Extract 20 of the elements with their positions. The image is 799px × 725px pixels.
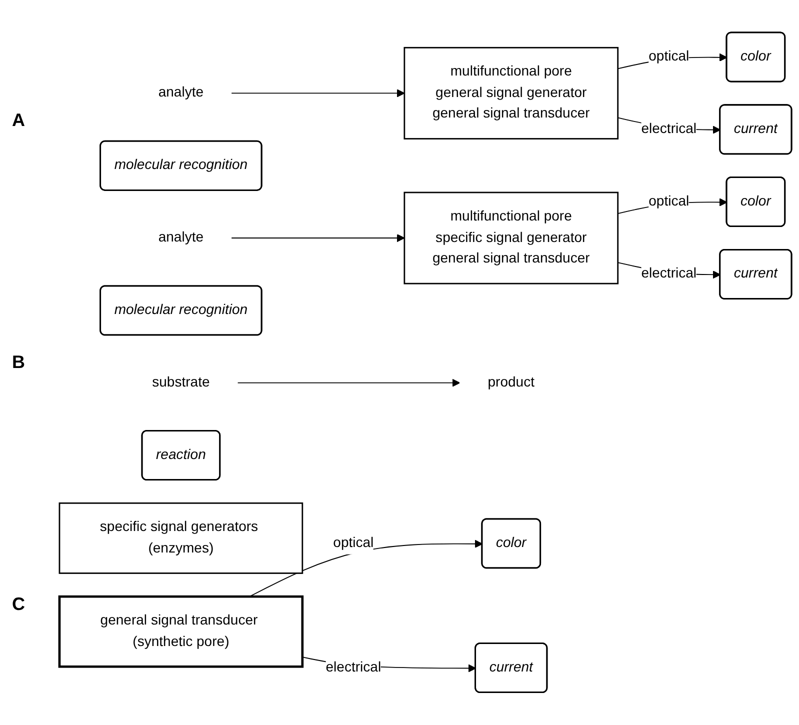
edge-label: electrical — [641, 266, 697, 282]
node-box: multifunctional pore general signal generator general signal transducer — [404, 47, 619, 140]
edge-label: optical — [333, 534, 374, 551]
edge-label: optical — [648, 48, 690, 64]
node-box: specific signal generators (enzymes) — [58, 502, 304, 574]
arrow — [237, 378, 460, 388]
arrow — [231, 89, 405, 98]
edge-label: electrical — [641, 120, 697, 137]
node-text: substrate — [152, 374, 210, 390]
panel-letter: C — [12, 594, 26, 615]
panel-letter: A — [12, 110, 26, 132]
edge-label: optical — [648, 193, 690, 210]
node-box: general signal transducer (synthetic pore) — [58, 596, 304, 668]
edge-label: electrical — [326, 659, 382, 676]
arrow — [231, 234, 405, 242]
panel-letter: B — [12, 352, 26, 373]
node-text: product — [488, 374, 535, 390]
node-text: analyte — [158, 84, 204, 101]
node-text: analyte — [158, 229, 204, 246]
node-box: multifunctional pore specific signal generator general signal transducer — [404, 192, 619, 284]
